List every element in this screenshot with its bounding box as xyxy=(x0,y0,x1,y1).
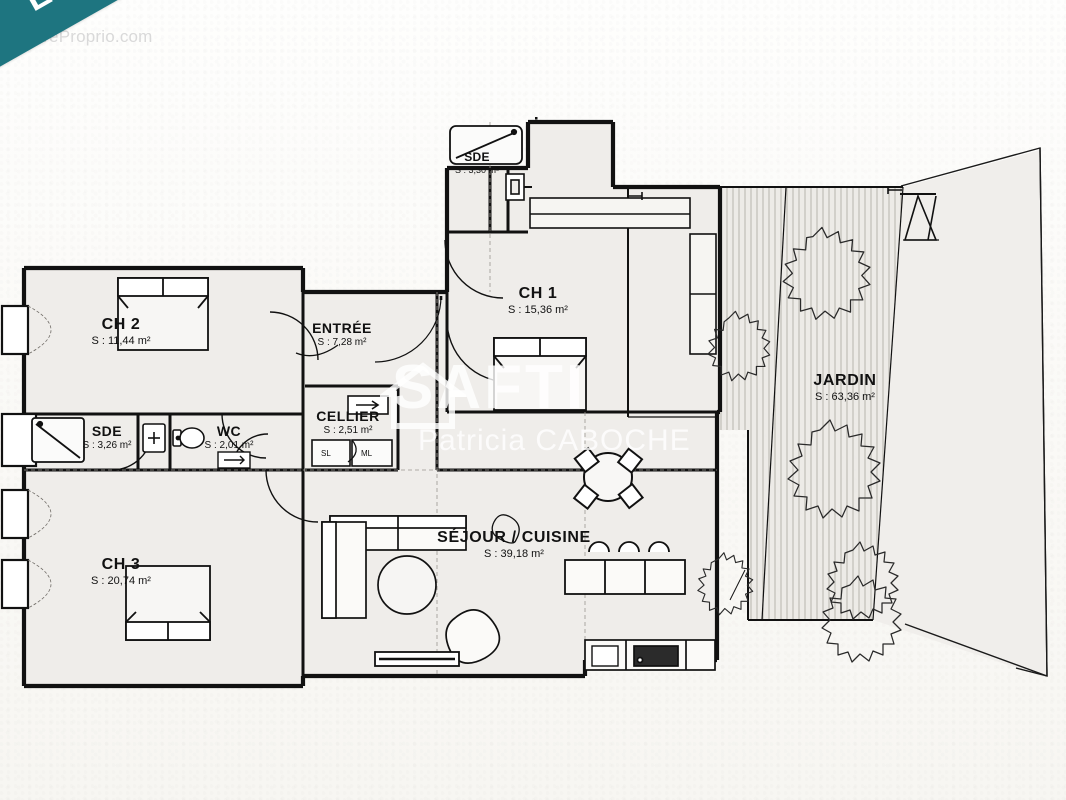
plot-boundary xyxy=(900,147,1048,678)
kitchen-island xyxy=(564,541,686,595)
sofa xyxy=(321,515,467,619)
appliance-tag-sl: SL xyxy=(321,449,331,458)
label-leaders xyxy=(295,344,520,544)
gate-markers xyxy=(628,186,902,200)
vegetation xyxy=(697,226,902,663)
windows xyxy=(0,117,538,610)
dining-set xyxy=(572,446,645,511)
coffee-table xyxy=(377,555,437,615)
armchair xyxy=(445,609,501,665)
appliance-tag-ml: ML xyxy=(361,449,373,458)
toilet xyxy=(172,427,205,449)
furniture xyxy=(31,125,746,671)
sink-sde2 xyxy=(142,423,166,453)
garden-structure xyxy=(900,193,939,241)
